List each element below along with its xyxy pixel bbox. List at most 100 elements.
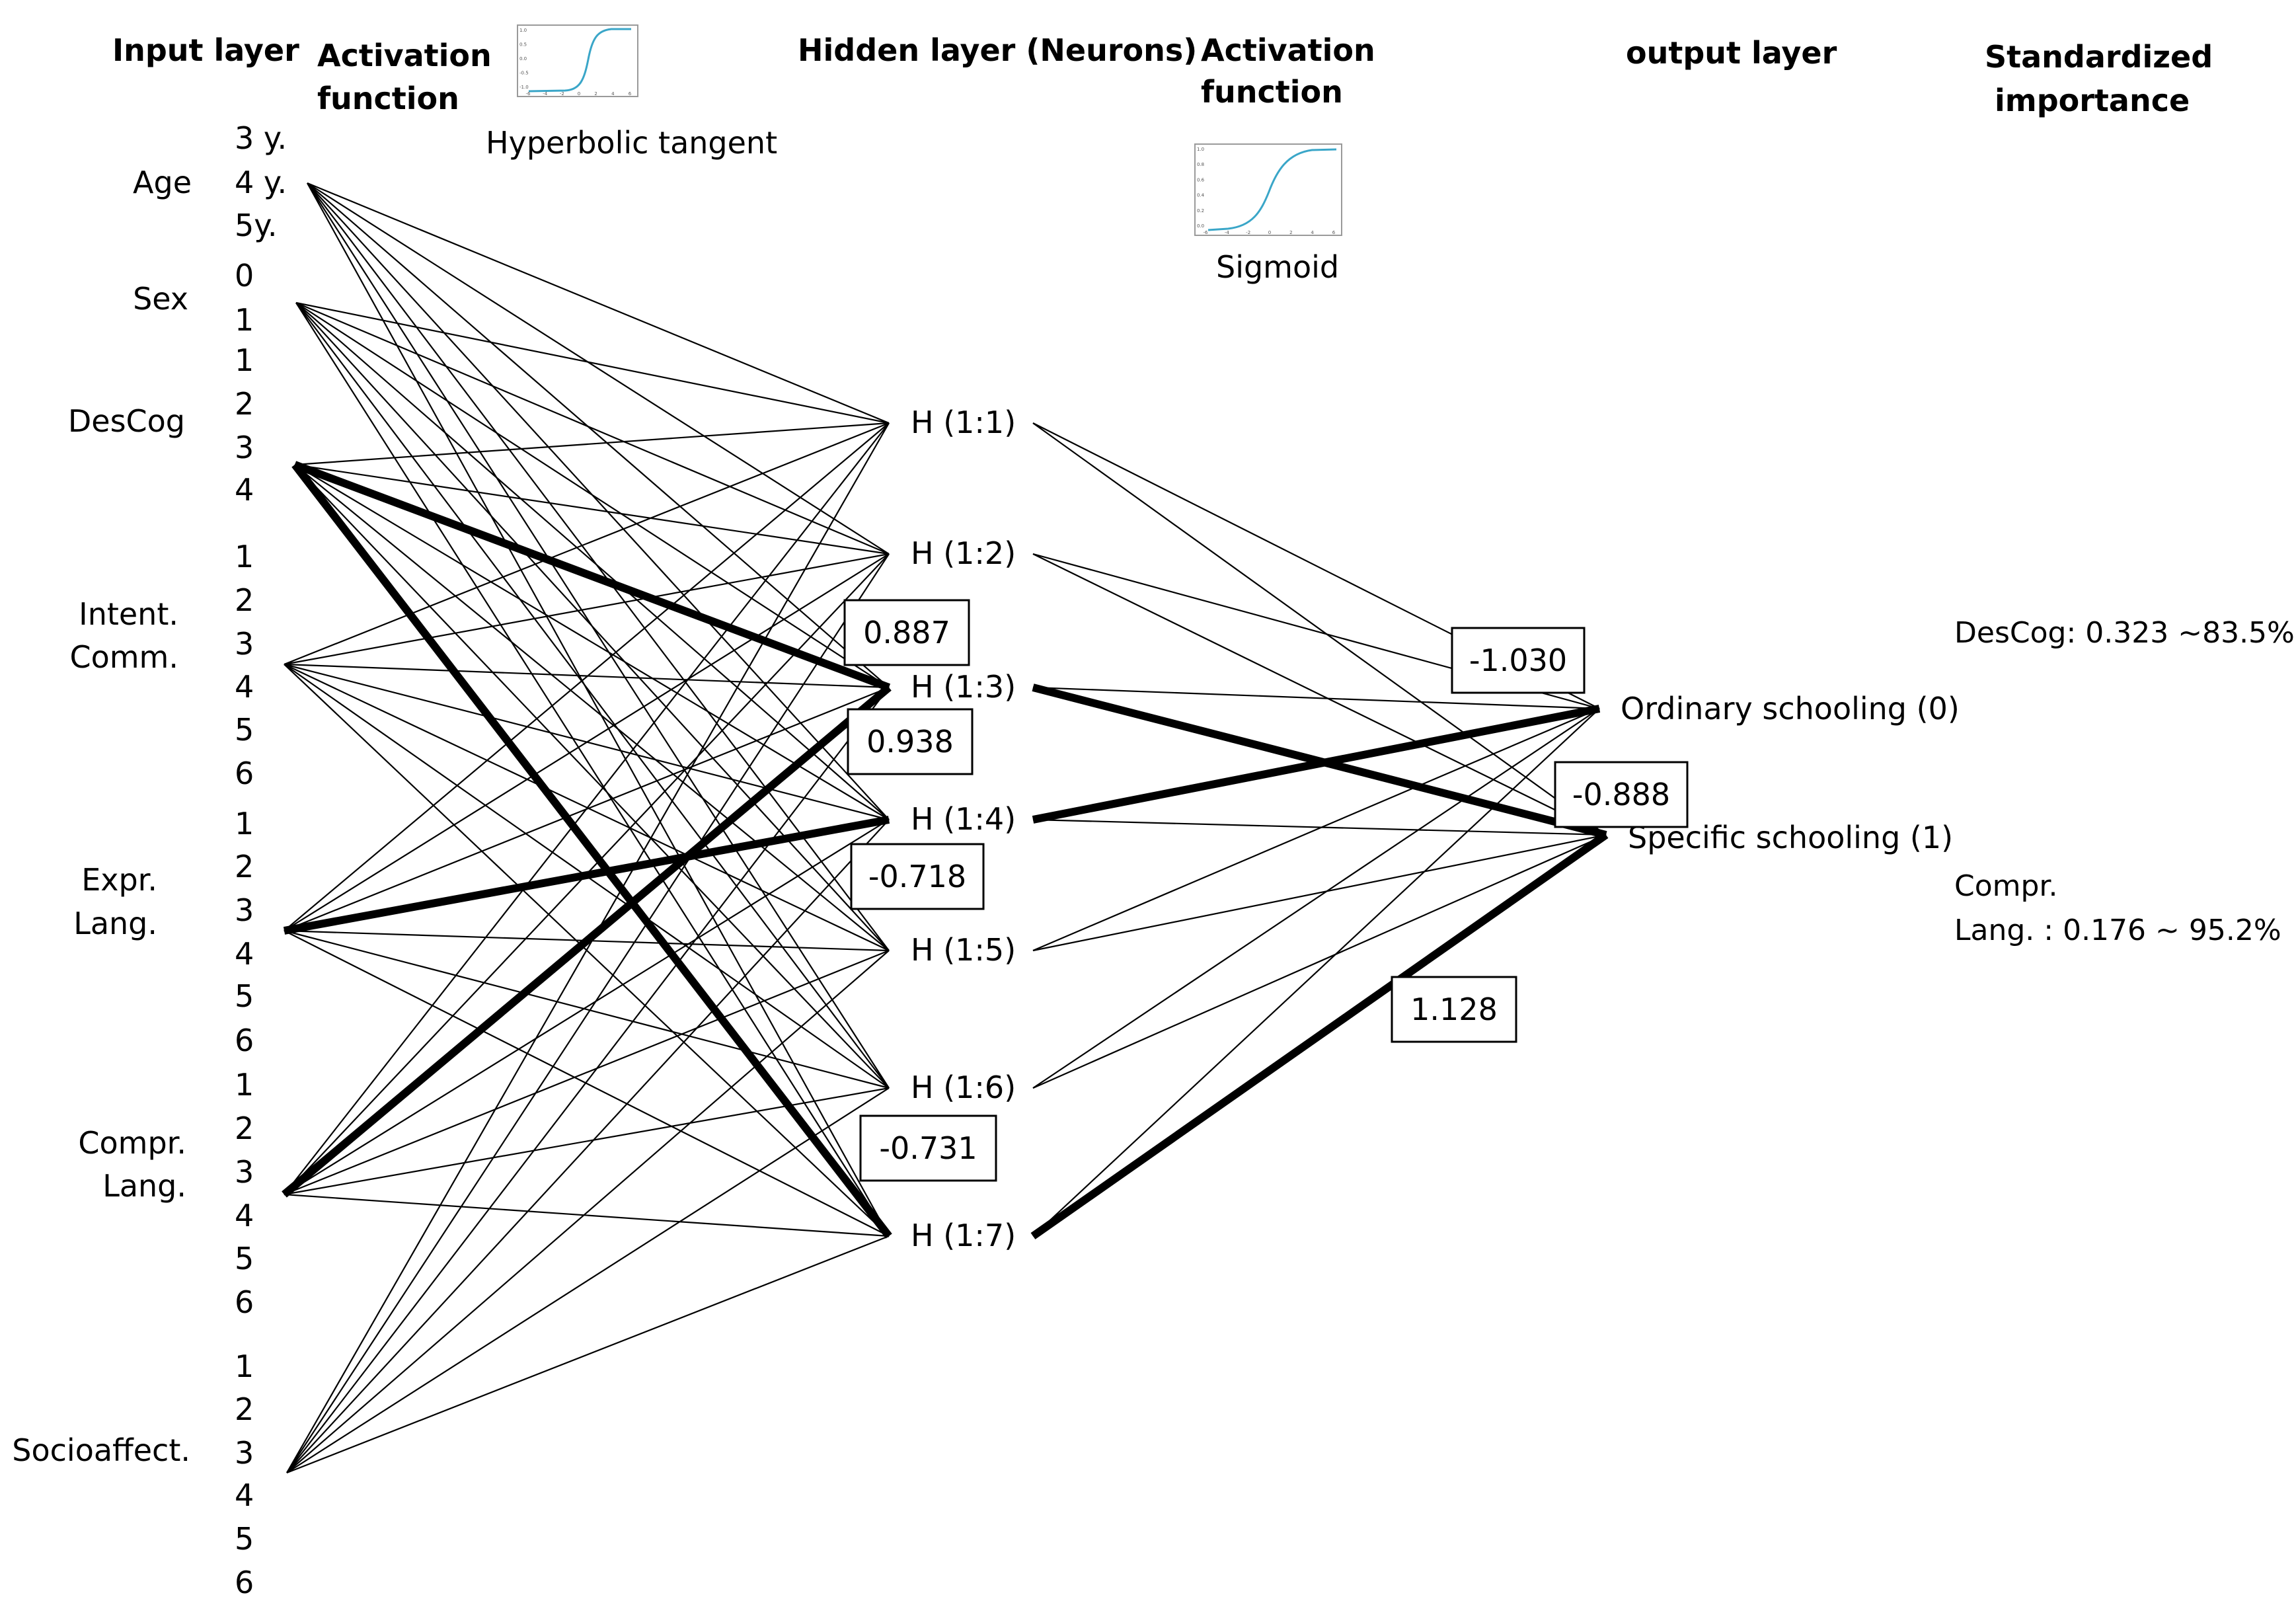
sig-ticks-x-4: 0 [1268, 230, 1271, 235]
edge-age-h2 [307, 182, 890, 555]
edge-sex-h6 [295, 302, 890, 1089]
edge-socio-h6 [286, 1087, 890, 1473]
edge-age-h3 [307, 182, 890, 688]
importance-header-line-2: importance [1995, 83, 2190, 118]
input-code-socio-2: 2 [235, 1391, 254, 1427]
edge-h6-out1 [1032, 708, 1600, 1089]
sigmoid-label: Sigmoid [1216, 249, 1339, 285]
input-code-intent-5: 5 [235, 712, 254, 748]
edge-descog-h6 [294, 464, 890, 1089]
strong-edge-3 [283, 816, 890, 935]
input-code-socio-4: 4 [235, 1477, 254, 1513]
weight-box-6 [1554, 761, 1689, 828]
sigmoid-plot-frame [1194, 143, 1342, 236]
input-code-expr-6: 6 [235, 1023, 254, 1058]
input-label-descog: DesCog [68, 403, 185, 439]
input-label-socio: Socioaffect. [12, 1432, 190, 1468]
edge-sex-h2 [295, 301, 890, 555]
input-label-sex: Sex [133, 281, 188, 317]
tanh-ticks-y-2: 0.5 [519, 42, 527, 48]
output-layer-header: output layer [1626, 35, 1837, 71]
output-node-1: Ordinary schooling (0) [1621, 691, 1960, 726]
edge-sex-h3 [295, 302, 890, 688]
edge-sex-h7 [295, 302, 890, 1237]
activation-header-1-line-2: function [317, 81, 459, 116]
input-code-compr-4: 4 [235, 1198, 254, 1233]
sig-ticks-x-7: 6 [1332, 230, 1336, 235]
edge-descog-h1 [294, 422, 890, 466]
edge-intent-h2 [284, 553, 890, 666]
hidden-neuron-1: H (1:1) [911, 405, 1016, 440]
edge-compr-h6 [284, 1087, 890, 1196]
edge-h5-out1 [1032, 707, 1600, 952]
input-code-age-3: 5y. [235, 208, 278, 243]
input-code-descog-1: 1 [235, 342, 254, 378]
weight-value-3: -0.718 [868, 859, 966, 894]
importance-header-line-1: Standardized [1985, 39, 2213, 75]
strong-edge-4 [291, 462, 892, 1239]
input-code-intent-2: 2 [235, 582, 254, 618]
edge-compr-h5 [284, 949, 890, 1196]
weight-box-5 [1451, 627, 1586, 694]
activation-header-2-line-1: Activation [1201, 32, 1375, 68]
edge-descog-h4 [294, 464, 890, 820]
weight-value-5: -1.030 [1469, 643, 1567, 678]
input-code-compr-2: 2 [235, 1111, 254, 1146]
tanh-ticks-y-1: 1.0 [519, 28, 527, 33]
activation-header-2-line-2: function [1201, 74, 1343, 110]
edge-socio-h7 [286, 1235, 890, 1474]
tanh-ticks-x-5: 2 [594, 91, 597, 97]
tanh-ticks-x-6: 4 [611, 91, 615, 97]
input-layer-header: Input layer [112, 32, 299, 68]
edge-socio-h4 [286, 819, 890, 1473]
input-code-sex-1: 0 [235, 258, 254, 293]
input-code-expr-2: 2 [235, 849, 254, 884]
edge-h1-out2 [1032, 422, 1607, 836]
hidden-neuron-3: H (1:3) [911, 669, 1016, 705]
edge-compr-h1 [284, 422, 890, 1195]
sig-ticks-x-6: 4 [1311, 230, 1314, 235]
input-label-expr-2: Lang. [73, 906, 157, 941]
weight-value-1: 0.887 [863, 615, 950, 650]
hidden-neuron-5: H (1:5) [911, 932, 1016, 968]
input-code-compr-5: 5 [235, 1241, 254, 1276]
input-label-intent-2: Comm. [69, 639, 178, 675]
edge-socio-h2 [286, 553, 890, 1473]
weight-box-7 [1391, 976, 1517, 1043]
edge-descog-h5 [294, 464, 890, 951]
sig-ticks-x-1: -6 [1204, 230, 1209, 235]
importance-2-line-1: Compr. [1954, 869, 2057, 903]
weight-value-7: 1.128 [1410, 992, 1498, 1027]
importance-1-line-1: DesCog: 0.323 ~83.5% [1954, 616, 2295, 650]
weight-box-4 [859, 1114, 997, 1182]
input-code-compr-3: 3 [235, 1154, 254, 1190]
edge-intent-h3 [284, 663, 890, 689]
input-code-descog-2: 2 [235, 386, 254, 422]
edge-socio-h3 [286, 687, 890, 1473]
sig-ticks-y-5: 0.2 [1197, 208, 1204, 214]
tanh-plot-frame [517, 24, 638, 97]
weight-box-1 [843, 599, 970, 666]
input-code-intent-6: 6 [235, 756, 254, 791]
sig-ticks-y-1: 1.0 [1197, 147, 1204, 152]
tanh-ticks-x-4: 0 [578, 91, 580, 97]
input-code-age-1: 3 y. [235, 120, 287, 156]
edge-h7-out1 [1032, 708, 1600, 1237]
input-code-compr-6: 6 [235, 1284, 254, 1320]
weight-value-6: -0.888 [1572, 777, 1670, 812]
input-code-expr-3: 3 [235, 892, 254, 928]
hidden-layer-header: Hidden layer (Neurons) [798, 32, 1197, 68]
input-code-intent-1: 1 [235, 539, 254, 574]
column-headers: Input layer Activation function Hidden l… [112, 32, 2213, 118]
input-code-expr-5: 5 [235, 978, 254, 1014]
edge-age-h6 [307, 182, 890, 1089]
importance-2-line-2: Lang. : 0.176 ~ 95.2% [1954, 914, 2281, 947]
strong-edge-7 [1030, 832, 1609, 1239]
hidden-layer: H (1:1)H (1:2)H (1:3)H (1:4)H (1:5)H (1:… [911, 405, 1016, 1253]
input-code-sex-2: 1 [235, 302, 254, 338]
